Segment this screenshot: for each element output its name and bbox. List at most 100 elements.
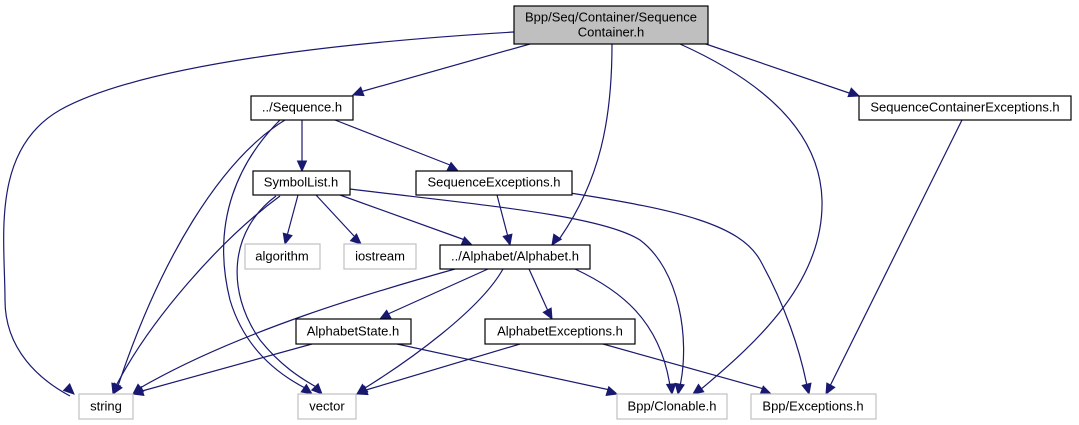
edge-sequence-to-vector: [223, 119, 313, 395]
node-exceptions-box: [750, 393, 877, 420]
arrowhead-icon: [692, 383, 705, 395]
edge-alphabet-to-alphabetstate: [378, 268, 489, 320]
edge-alphabet-to-alphabetexceptions: [528, 268, 553, 321]
node-string-label: string: [90, 398, 122, 413]
node-alphabetstate-label: AlphabetState.h: [307, 323, 400, 338]
edge-line: [286, 194, 299, 237]
edge-line: [829, 119, 963, 387]
arrowhead-icon: [378, 309, 392, 320]
edge-line: [141, 343, 313, 392]
node-iostream-label: iostream: [355, 248, 405, 263]
node-clonable-label: Bpp/Clonable.h: [628, 398, 717, 413]
node-alphabetstate-box: [295, 318, 412, 345]
edge-line: [602, 343, 765, 390]
node-algorithm[interactable]: algorithm: [244, 243, 321, 270]
edge-line: [559, 43, 613, 239]
arrowhead-icon: [542, 307, 553, 321]
node-clonable-box: [616, 393, 728, 420]
arrowhead-icon: [349, 233, 362, 245]
edge-symbollist-to-iostream: [315, 194, 362, 245]
edge-line: [236, 195, 319, 389]
edge-root-to-scexceptions: [699, 41, 861, 98]
node-root-label-line2: Container.h: [578, 24, 645, 39]
edge-scexceptions-to-exceptions: [825, 119, 963, 396]
node-alphabetexceptions[interactable]: AlphabetExceptions.h: [484, 318, 636, 345]
arrowhead-icon: [355, 385, 369, 396]
edge-line: [359, 43, 531, 93]
edge-line: [679, 43, 823, 391]
arrowhead-icon: [62, 383, 75, 395]
edge-line: [334, 119, 451, 166]
node-algorithm-box: [244, 243, 321, 270]
node-symbollist[interactable]: SymbolList.h: [252, 170, 351, 196]
edge-alphabetexceptions-to-exceptions: [602, 343, 773, 396]
edge-line: [139, 268, 456, 389]
node-vector-label: vector: [309, 398, 345, 413]
edge-symbollist-to-alphabet: [339, 194, 474, 246]
node-sequence-container-exceptions[interactable]: SequenceContainerExceptions.h: [858, 95, 1072, 121]
edge-alphabetexceptions-to-vector: [355, 343, 521, 396]
node-exceptions[interactable]: Bpp/Exceptions.h: [750, 393, 877, 420]
node-root[interactable]: Bpp/Seq/Container/Sequence Container.h: [513, 5, 709, 45]
node-sequence-exceptions[interactable]: SequenceExceptions.h: [415, 170, 573, 196]
node-seqexceptions-label: SequenceExceptions.h: [428, 174, 561, 189]
arrowhead-icon: [296, 160, 308, 173]
edge-root-to-alphabet: [551, 43, 613, 247]
edge-line: [387, 268, 489, 315]
arrowhead-icon: [759, 385, 773, 396]
edge-line: [574, 268, 671, 387]
edge-alphabet-to-clonable: [574, 268, 677, 396]
node-alphabet-label: ../Alphabet/Alphabet.h: [451, 248, 579, 263]
nodes-layer: Bpp/Seq/Container/Sequence Container.h .…: [78, 5, 1072, 420]
node-algorithm-label: algorithm: [255, 248, 308, 263]
arrowhead-icon: [502, 233, 513, 247]
edge-seqexceptions-to-alphabet: [496, 194, 513, 247]
edge-line: [364, 268, 504, 389]
arrowhead-icon: [282, 232, 293, 246]
node-vector-box: [297, 393, 357, 420]
node-vector[interactable]: vector: [297, 393, 357, 420]
edge-line: [496, 194, 509, 238]
edge-line: [528, 268, 549, 312]
edge-alphabetstate-to-clonable: [396, 343, 619, 396]
arrowhead-icon: [674, 382, 685, 396]
edge-root-to-clonable: [679, 43, 823, 395]
edge-alphabetstate-to-string: [131, 343, 313, 396]
node-string-box: [78, 393, 134, 420]
edge-sequence-to-symbollist: [296, 120, 308, 173]
edge-sequence-to-seqexceptions: [334, 119, 460, 172]
node-scexceptions-label: SequenceContainerExceptions.h: [870, 99, 1059, 114]
node-string[interactable]: string: [78, 393, 134, 420]
edge-symbollist-to-vector: [236, 195, 323, 395]
node-alphabet-box: [439, 244, 591, 270]
edge-line: [339, 194, 466, 241]
node-scexceptions-box: [858, 95, 1072, 121]
node-alphabet[interactable]: ../Alphabet/Alphabet.h: [439, 244, 591, 270]
edge-line: [223, 119, 306, 389]
arrowhead-icon: [605, 385, 619, 396]
edge-line: [117, 119, 286, 387]
node-root-box: [513, 5, 709, 45]
arrowhead-icon: [825, 382, 836, 396]
edge-symbollist-to-string: [112, 195, 281, 396]
arrowhead-icon: [551, 233, 563, 247]
arrowhead-icon: [847, 87, 861, 98]
node-alphabetstate[interactable]: AlphabetState.h: [295, 318, 412, 345]
node-iostream-box: [343, 243, 417, 270]
arrowhead-icon: [300, 383, 313, 395]
node-sequence[interactable]: ../Sequence.h: [250, 95, 354, 121]
node-clonable[interactable]: Bpp/Clonable.h: [616, 393, 728, 420]
edge-root-to-sequence: [351, 43, 531, 97]
arrowhead-icon: [351, 86, 365, 97]
edge-line: [3, 31, 515, 397]
arrowhead-icon: [112, 382, 123, 396]
edge-symbollist-to-clonable: [349, 188, 685, 396]
edge-root-to-string: [3, 31, 515, 397]
edges-layer: [3, 31, 963, 397]
node-iostream[interactable]: iostream: [343, 243, 417, 270]
node-sequence-box: [250, 95, 354, 121]
arrowhead-icon: [460, 236, 474, 246]
arrowhead-icon: [310, 382, 323, 395]
node-root-label-line1: Bpp/Seq/Container/Sequence: [525, 9, 697, 24]
